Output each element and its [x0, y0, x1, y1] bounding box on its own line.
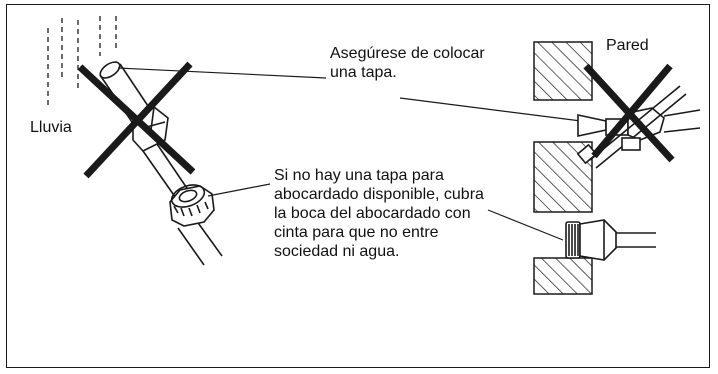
cross-mark-icon	[77, 61, 196, 179]
cross-mark-icon-2	[583, 63, 675, 163]
wall-hatch-icon	[533, 41, 593, 295]
tape-note: Si no hay una tapa para abocardado dispo…	[274, 167, 484, 260]
flare-nut-icon	[169, 184, 223, 266]
taped-pipe-illustration	[565, 219, 656, 261]
cap-note: Asegúrese de colocar una tapa.	[330, 45, 485, 81]
leader-lines	[117, 67, 582, 241]
rain-label: Lluvia	[30, 119, 72, 136]
wall-label: Pared	[606, 37, 649, 54]
rain-lines-icon	[47, 16, 117, 108]
